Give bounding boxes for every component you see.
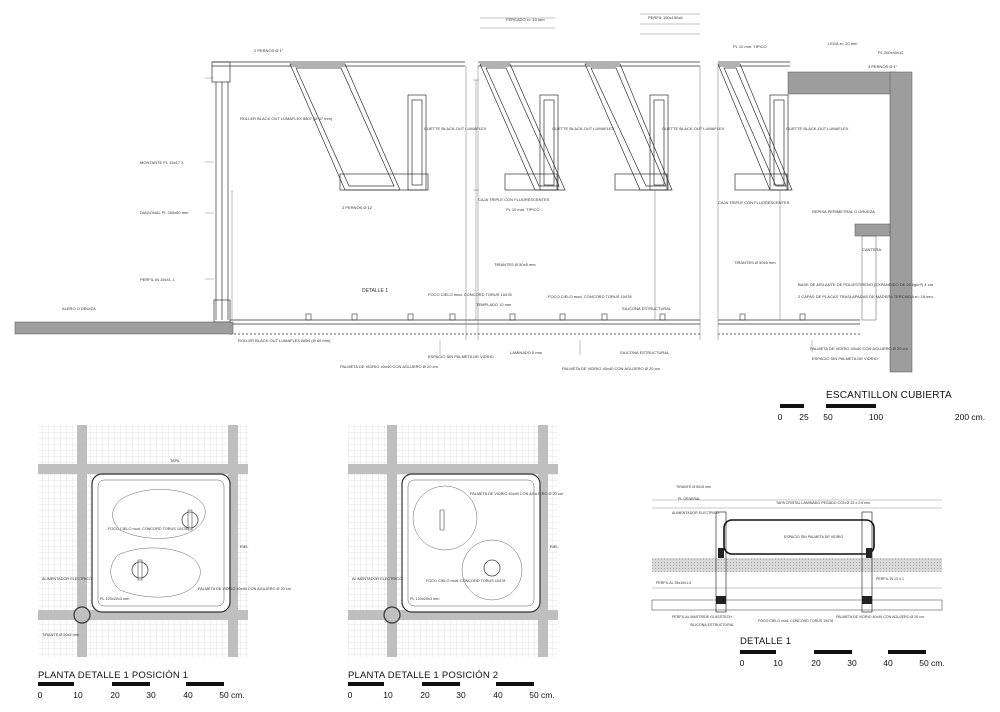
plan-position-2 (348, 425, 558, 657)
scale-bar-escantillon: 0 25 50 100 200 cm. (777, 404, 985, 426)
scale-label: 10 (773, 658, 783, 668)
scale-label: 20 (420, 690, 430, 700)
scale-label: 100 (868, 412, 884, 422)
scale-label: 40 (883, 658, 893, 668)
scale-label: 30 (456, 690, 466, 700)
scale-label: 25 (799, 412, 809, 422)
escantillon-section (211, 61, 860, 340)
title-detalle-1: DETALLE 1 (740, 636, 792, 647)
scale-label: 0 (347, 690, 353, 700)
title-planta-2: PLANTA DETALLE 1 POSICIÓN 2 (348, 670, 499, 681)
scale-label: 50 (823, 412, 833, 422)
scale-label: 20 (110, 690, 120, 700)
scale-label: 30 (146, 690, 156, 700)
title-escantillon: ESCANTILLON CUBIERTA (826, 390, 952, 401)
scale-label: 30 (847, 658, 857, 668)
scale-label: 50 cm. (219, 690, 245, 700)
scale-label: 0 (739, 658, 745, 668)
scale-label: 50 cm. (919, 658, 945, 668)
scale-label: 50 cm. (529, 690, 555, 700)
scale-label: 0 (37, 690, 43, 700)
scale-bar-detalle: 0 10 20 30 40 50 cm. (740, 650, 950, 672)
scale-label: 40 (493, 690, 503, 700)
scale-label: 10 (73, 690, 83, 700)
scale-bar-planta-1: 0 10 20 30 40 50 cm. (37, 682, 245, 704)
title-planta-1: PLANTA DETALLE 1 POSICIÓN 1 (38, 670, 189, 681)
plan-position-1 (38, 425, 248, 657)
scale-label: 10 (383, 690, 393, 700)
parapet-wall (787, 71, 913, 373)
detail-1-drawing (651, 499, 943, 613)
scale-bar-planta-2: 0 10 20 30 40 50 cm. (347, 682, 555, 704)
floor-slab (14, 321, 234, 335)
scale-label: 200 cm. (954, 412, 986, 422)
scale-label: 0 (777, 412, 783, 422)
scale-label: 20 (811, 658, 821, 668)
scale-label: 40 (183, 690, 193, 700)
